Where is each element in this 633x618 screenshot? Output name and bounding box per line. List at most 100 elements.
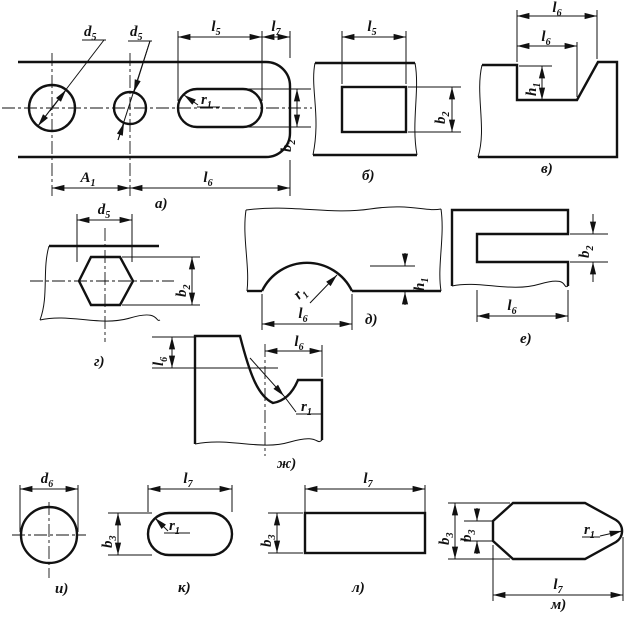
dim-b3: b3 xyxy=(100,512,152,556)
view-zh-concave-groove: l6 l6 r1 ж) xyxy=(151,334,324,472)
dim-r1: r1 xyxy=(249,357,322,418)
rect-hole xyxy=(340,85,408,134)
dim-r1: r1 xyxy=(582,522,623,541)
dim-label-b2: b2 xyxy=(174,285,193,298)
dim-l7: l7 xyxy=(147,471,233,512)
slot-outline xyxy=(176,87,264,129)
dim-label-l6: l6 xyxy=(151,357,170,366)
slot-outline xyxy=(450,208,570,286)
dim-label-h1: h1 xyxy=(412,278,431,291)
dim-b3: b3 xyxy=(259,512,303,554)
dim-l6-vertical: l6 xyxy=(151,336,278,369)
dim-b3-inner: b3 xyxy=(459,508,492,554)
dim-l6-outer: l6 xyxy=(516,0,598,62)
dim-label-b3: b3 xyxy=(100,536,119,549)
dim-label-r1: r1 xyxy=(301,399,312,418)
notch-outline xyxy=(478,60,619,159)
dim-l6-inner: l6 xyxy=(516,29,578,97)
dim-label-d6: d6 xyxy=(41,471,54,490)
arc-profile xyxy=(260,261,354,292)
dim-l7: l7 xyxy=(304,471,426,512)
dim-l6: l6 xyxy=(476,290,569,322)
dim-label-l6: l6 xyxy=(294,334,303,353)
caption-e: е) xyxy=(520,331,532,347)
rect-outline xyxy=(303,511,427,555)
dim-label-l6: l6 xyxy=(507,298,516,317)
view-e-side-slot: b2 l6 е) xyxy=(450,208,608,347)
dim-l6: l6 xyxy=(261,294,353,330)
dim-b2: b2 xyxy=(570,214,608,282)
dim-label-l6: l6 xyxy=(552,0,561,19)
dim-label-b3: b3 xyxy=(459,530,478,543)
dim-b2: b2 xyxy=(122,256,200,306)
dim-b3-outer: b3 xyxy=(437,502,510,560)
oblong-outline xyxy=(146,511,234,557)
dim-l5: l5 xyxy=(341,19,407,84)
dim-label-b2: b2 xyxy=(433,112,452,125)
caption-a: а) xyxy=(155,196,168,212)
break-line-left xyxy=(39,245,50,321)
break-line-left xyxy=(244,209,249,292)
dim-r1: r1 xyxy=(291,274,338,305)
caption-g: г) xyxy=(94,354,105,370)
dim-r1-slot: r1 xyxy=(183,92,220,111)
break-line-bottom xyxy=(39,314,161,322)
groove-outline xyxy=(193,334,324,444)
dim-h1: h1 xyxy=(370,253,431,305)
break-line-left xyxy=(312,62,317,156)
view-b-rectangular-hole: l5 b2 б) xyxy=(312,19,461,184)
dim-label-r1: r1 xyxy=(584,522,595,541)
dim-d5-small-hole: d5 xyxy=(116,24,152,141)
break-line-right xyxy=(439,208,443,292)
dim-l6-horizontal: l6 xyxy=(264,334,323,377)
dim-label-l6: l6 xyxy=(298,306,307,325)
hexagon-hole xyxy=(77,255,135,307)
dim-label-l7: l7 xyxy=(363,471,373,490)
dim-label-l5: l5 xyxy=(367,19,376,38)
dim-b2-slot-height: b2 xyxy=(246,88,311,153)
caption-k: к) xyxy=(178,580,191,596)
dim-label-l7: l7 xyxy=(271,19,281,38)
dim-label-l6: l6 xyxy=(203,170,212,189)
view-v-notch: l6 l6 h1 в) xyxy=(477,0,619,177)
caption-l: л) xyxy=(351,580,365,596)
dim-label-d5: d5 xyxy=(84,24,97,43)
break-line-left xyxy=(477,64,483,158)
dim-label-l7: l7 xyxy=(183,471,193,490)
caption-zh: ж) xyxy=(277,456,296,472)
dim-label-r1: r1 xyxy=(201,92,212,111)
dim-l7: l7 xyxy=(492,537,624,601)
caption-d: д) xyxy=(365,312,377,328)
dim-b2: b2 xyxy=(408,86,461,133)
dim-label-d5: d5 xyxy=(130,24,143,43)
dim-l6-to-end: l6 xyxy=(129,160,291,196)
dim-d5-large-hole: d5 xyxy=(37,24,106,127)
dim-label-h1: h1 xyxy=(524,83,543,96)
dim-label-r1: r1 xyxy=(291,284,312,305)
dim-label-l6: l6 xyxy=(541,29,550,48)
dim-l5: l5 xyxy=(177,19,263,101)
dim-label-b2: b2 xyxy=(279,140,298,153)
dim-l7: l7 xyxy=(261,19,291,58)
break-line-right xyxy=(414,62,418,156)
break-line-bottom xyxy=(194,438,323,446)
caption-v: в) xyxy=(541,161,553,177)
caption-i: и) xyxy=(55,581,68,597)
dim-label-l5: l5 xyxy=(211,19,220,38)
dim-d6: d6 xyxy=(19,471,79,532)
view-m-pointed-bar: b3 b3 r1 l7 м) xyxy=(437,501,624,613)
dim-d5: d5 xyxy=(76,202,133,262)
view-i-circle: d6 и) xyxy=(12,471,86,597)
dim-label-b3: b3 xyxy=(437,533,456,546)
dim-label-b3: b3 xyxy=(259,535,278,548)
view-a-plate-with-holes-and-slot: d5 d5 l5 l7 r1 xyxy=(2,19,312,212)
dim-r1: r1 xyxy=(154,517,190,537)
dim-label-l7: l7 xyxy=(553,577,563,596)
caption-m: м) xyxy=(550,597,566,613)
dim-label-d5: d5 xyxy=(98,202,111,221)
break-line-bottom xyxy=(451,280,569,288)
dim-h1: h1 xyxy=(519,65,552,101)
view-g-hex-hole: d5 b2 г) xyxy=(30,202,200,370)
dim-label-b2: b2 xyxy=(577,246,596,259)
